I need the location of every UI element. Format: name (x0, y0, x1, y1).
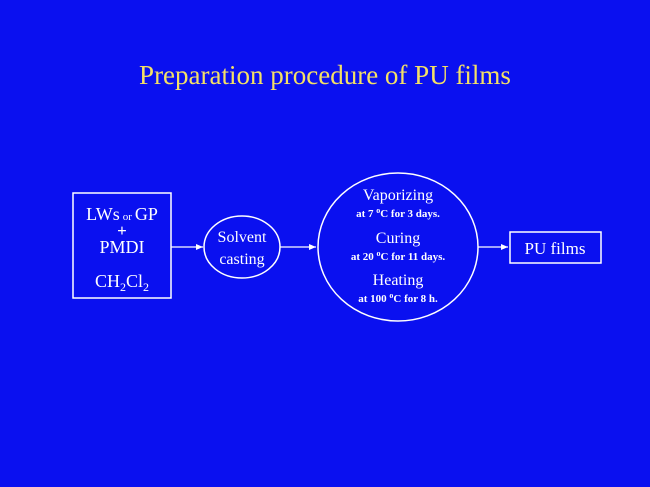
reagents-box-border (72, 192, 172, 299)
reagent-pmdi: PMDI (99, 237, 144, 257)
solvent-formula: CH2Cl2 (95, 271, 149, 294)
vaporizing-condition: at 7 oC for 3 days. (356, 206, 440, 220)
heating-title: Heating (373, 272, 424, 289)
solvent-casting-ellipse (203, 215, 281, 279)
vaporizing-title: Vaporizing (363, 187, 433, 204)
output-box: PU films (509, 231, 602, 264)
curing-condition: at 20 oC for 11 days. (351, 249, 446, 263)
page-title: Preparation procedure of PU films (139, 60, 511, 90)
plus-sign: + (117, 221, 127, 240)
solvent-casting-line2: casting (219, 251, 264, 268)
curing-title: Curing (376, 230, 420, 247)
output-box-border (509, 231, 602, 264)
processing-step: Vaporizing at 7 oC for 3 days. Curing at… (317, 172, 479, 322)
heating-condition: at 100 oC for 8 h. (358, 291, 438, 305)
solvent-casting-step: Solvent casting (203, 215, 281, 279)
solvent-casting-line1: Solvent (218, 229, 267, 246)
output-label: PU films (525, 239, 586, 258)
